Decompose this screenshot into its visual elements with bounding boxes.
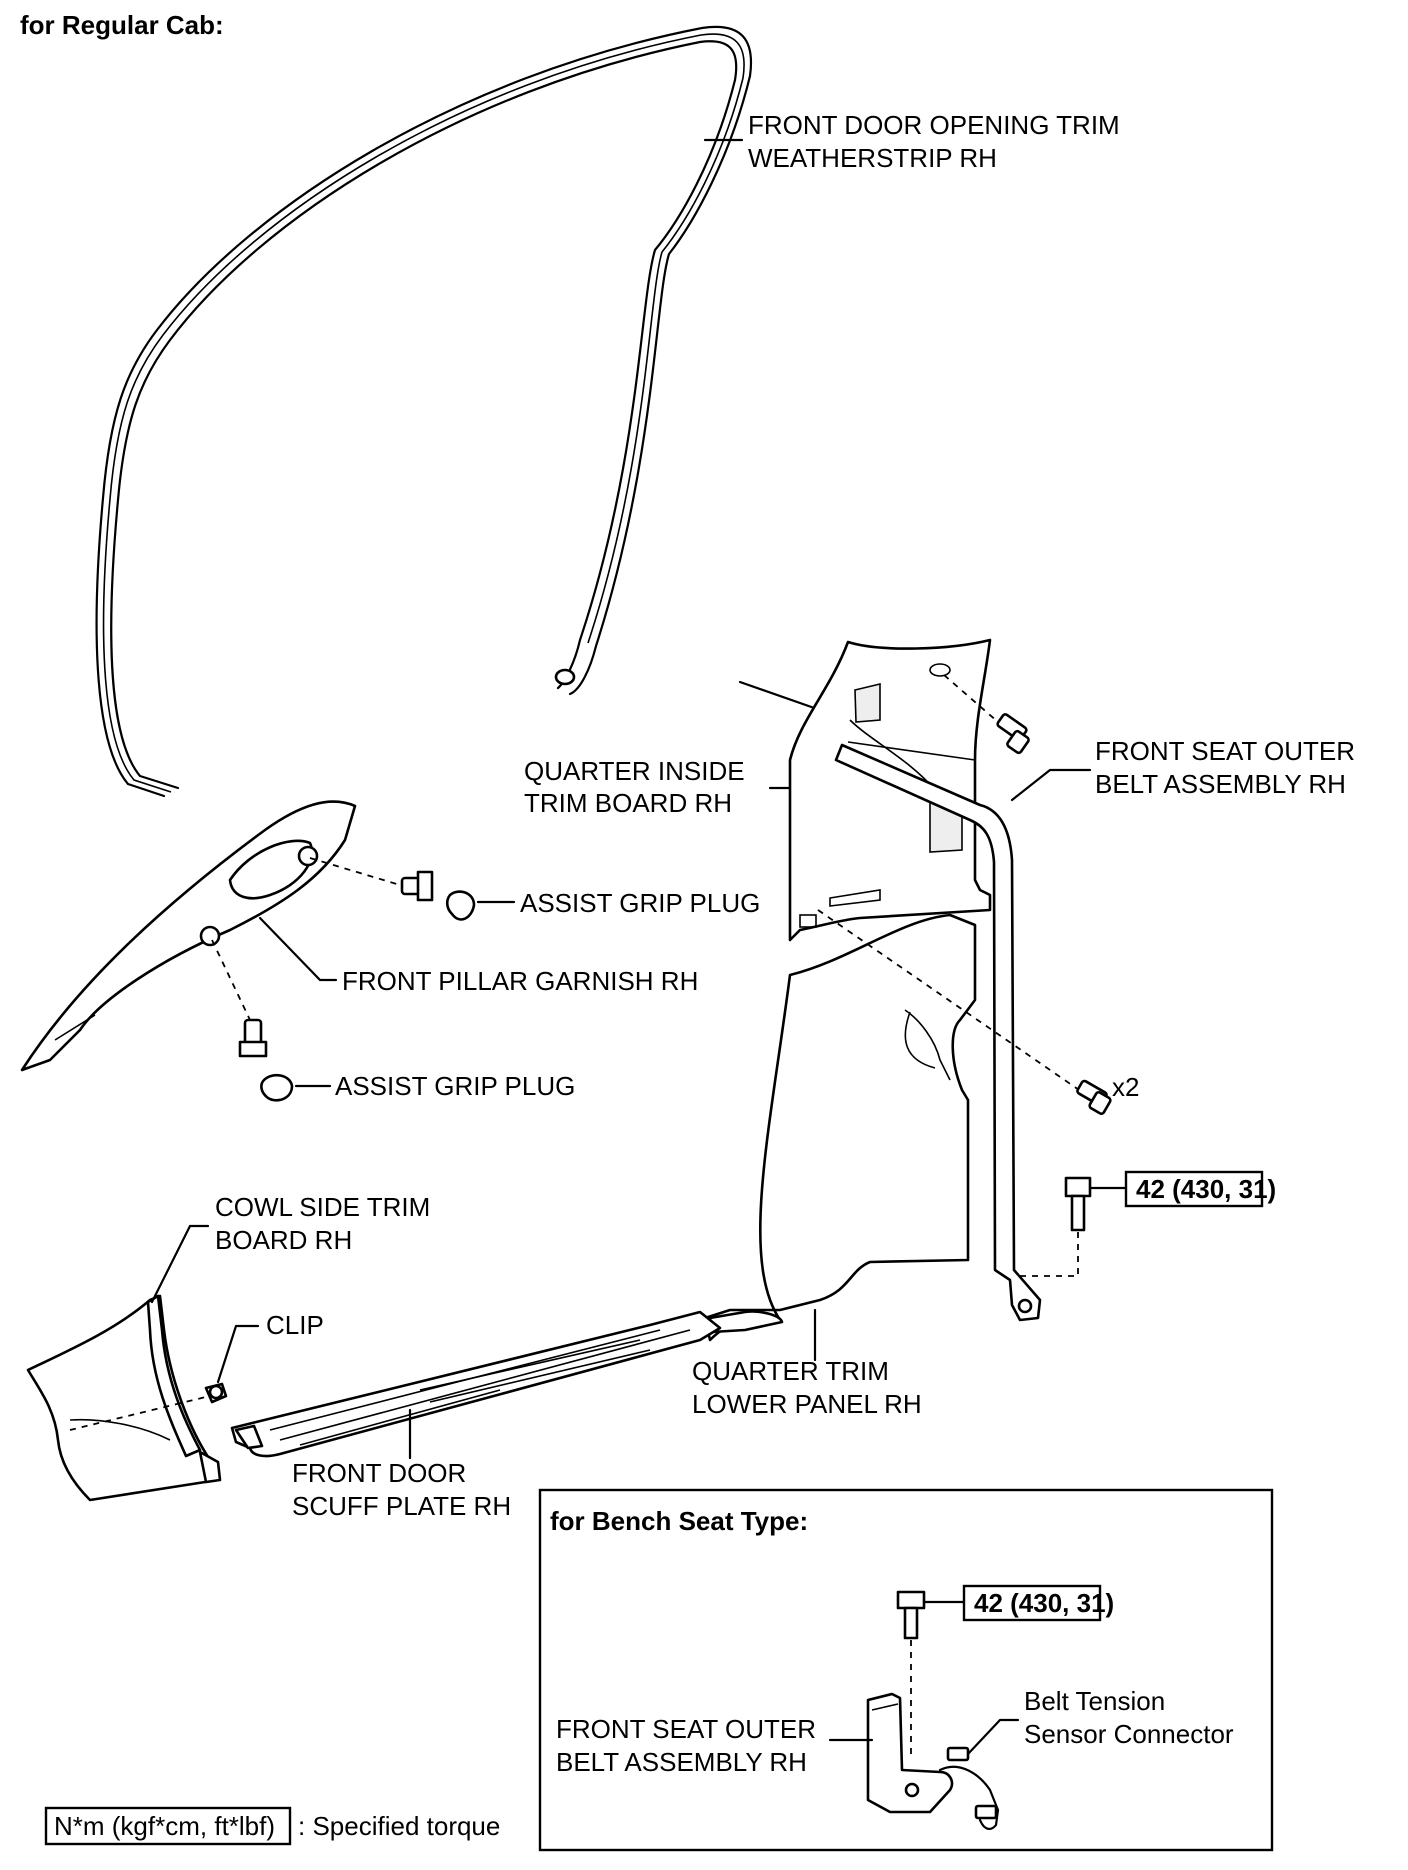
- legend-description: : Specified torque: [298, 1811, 500, 1841]
- inset-bolt: [896, 1590, 926, 1640]
- label-clip: CLIP: [266, 1310, 324, 1340]
- inset-label-belt-line1: FRONT SEAT OUTER: [556, 1714, 816, 1744]
- clip-part: [204, 1382, 228, 1404]
- bolt-lower-pillar: [238, 1018, 268, 1058]
- label-weatherstrip-line1: FRONT DOOR OPENING TRIM: [748, 110, 1120, 140]
- dashed-belt-anchor: [1018, 1232, 1079, 1277]
- inset-belt-anchor: [866, 1692, 1000, 1830]
- inset-label-sensor-line2: Sensor Connector: [1024, 1719, 1234, 1749]
- assist-grip-plug-upper-part: [445, 890, 476, 921]
- label-scuff-plate-line2: SCUFF PLATE RH: [292, 1491, 511, 1521]
- dashed-clip: [69, 1395, 211, 1431]
- dashed-lower-grip: [211, 939, 251, 1021]
- inset-label-sensor-line1: Belt Tension: [1024, 1686, 1165, 1716]
- label-weatherstrip-line2: WEATHERSTRIP RH: [748, 143, 997, 173]
- inset-title: for Bench Seat Type:: [550, 1506, 808, 1536]
- bolt-quarter-lower: [1076, 1079, 1112, 1115]
- torque-value-main: 42 (430, 31): [1136, 1174, 1276, 1204]
- front-seat-outer-belt-assembly: [834, 743, 1042, 1322]
- torque-box-inset: [962, 1584, 1102, 1622]
- label-quarter-lower-line1: QUARTER TRIM: [692, 1356, 889, 1386]
- torque-value-inset: 42 (430, 31): [974, 1588, 1114, 1618]
- torque-box-main: [1124, 1170, 1264, 1208]
- label-belt-assembly-line2: BELT ASSEMBLY RH: [1095, 769, 1346, 799]
- label-quarter-lower-line2: LOWER PANEL RH: [692, 1389, 922, 1419]
- bolt-belt-anchor: [1064, 1176, 1092, 1232]
- front-door-opening-trim-weatherstrip: [95, 25, 753, 798]
- legend-unit-box: [44, 1806, 292, 1846]
- diagram-heading: for Regular Cab:: [20, 10, 224, 40]
- label-assist-grip-plug-lower: ASSIST GRIP PLUG: [335, 1071, 575, 1101]
- label-cowl-side-line1: COWL SIDE TRIM: [215, 1192, 430, 1222]
- dashed-quarter-lower-bolt: [817, 909, 1083, 1093]
- label-cowl-side-line2: BOARD RH: [215, 1225, 352, 1255]
- label-bolt-count: x2: [1112, 1072, 1139, 1102]
- bolt-upper-pillar: [400, 870, 434, 902]
- label-quarter-inside-line2: TRIM BOARD RH: [524, 788, 732, 818]
- legend-unit: N*m (kgf*cm, ft*lbf): [54, 1811, 275, 1841]
- quarter-inside-trim-board: [738, 638, 992, 942]
- bolt-quarter-top: [996, 713, 1030, 755]
- dashed-upper-grip: [309, 857, 401, 886]
- front-door-scuff-plate: [230, 1310, 722, 1458]
- label-scuff-plate-line1: FRONT DOOR: [292, 1458, 466, 1488]
- label-belt-assembly-line1: FRONT SEAT OUTER: [1095, 736, 1355, 766]
- front-pillar-garnish: [20, 800, 357, 1072]
- inset-label-belt-line2: BELT ASSEMBLY RH: [556, 1747, 807, 1777]
- label-front-pillar-garnish: FRONT PILLAR GARNISH RH: [342, 966, 698, 996]
- cowl-side-trim-board: [26, 1294, 222, 1502]
- assist-grip-plug-lower-part: [260, 1073, 294, 1102]
- label-quarter-inside-line1: QUARTER INSIDE: [524, 756, 745, 786]
- quarter-trim-lower-panel: [703, 913, 977, 1342]
- label-assist-grip-plug-upper: ASSIST GRIP PLUG: [520, 888, 760, 918]
